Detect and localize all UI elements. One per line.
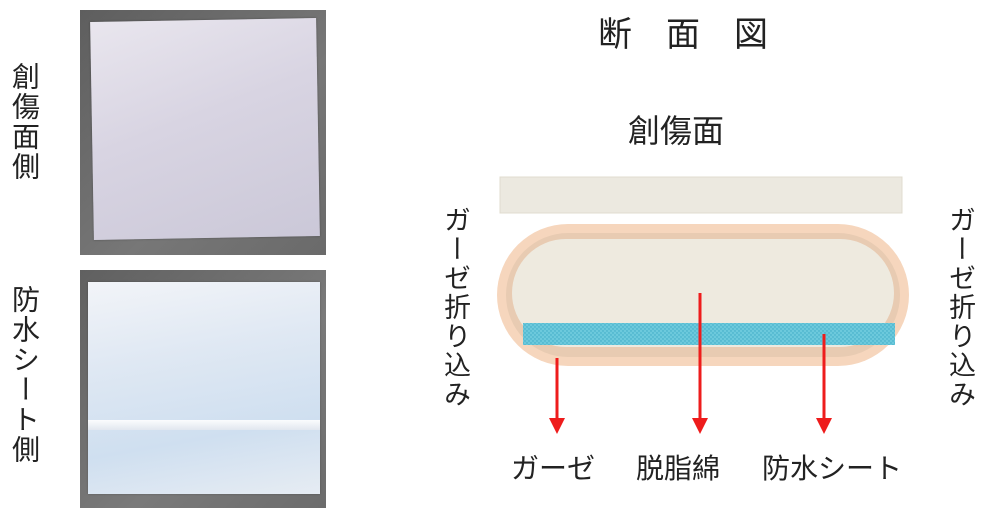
- gauze-arrow: [549, 358, 565, 434]
- wound-side-label: 創傷面側: [8, 62, 41, 182]
- waterproof-arrow: [816, 334, 832, 434]
- gauze-pad: [88, 282, 320, 494]
- cotton-filling: [512, 239, 894, 347]
- gauze-label: ガーゼ: [511, 452, 596, 485]
- waterproof-sheet: [523, 323, 895, 345]
- waterproof-side-label: 防水シート側: [8, 285, 41, 465]
- gauze-photo-waterproof-side: [80, 270, 326, 508]
- diagram-title: 断 面 図: [598, 15, 768, 55]
- gauze-fold-edge: [88, 420, 320, 430]
- waterproof-sheet-label: 防水シート: [762, 452, 903, 485]
- cotton-arrow: [692, 293, 708, 434]
- wound-surface-label: 創傷面: [628, 112, 725, 150]
- right-fold-label: ガーゼ折り込み: [944, 206, 975, 409]
- left-fold-label: ガーゼ折り込み: [439, 206, 470, 409]
- wound-surface-layer: [499, 176, 903, 214]
- gauze-photo-wound-side: [80, 10, 326, 255]
- cotton-label: 脱脂綿: [636, 452, 721, 485]
